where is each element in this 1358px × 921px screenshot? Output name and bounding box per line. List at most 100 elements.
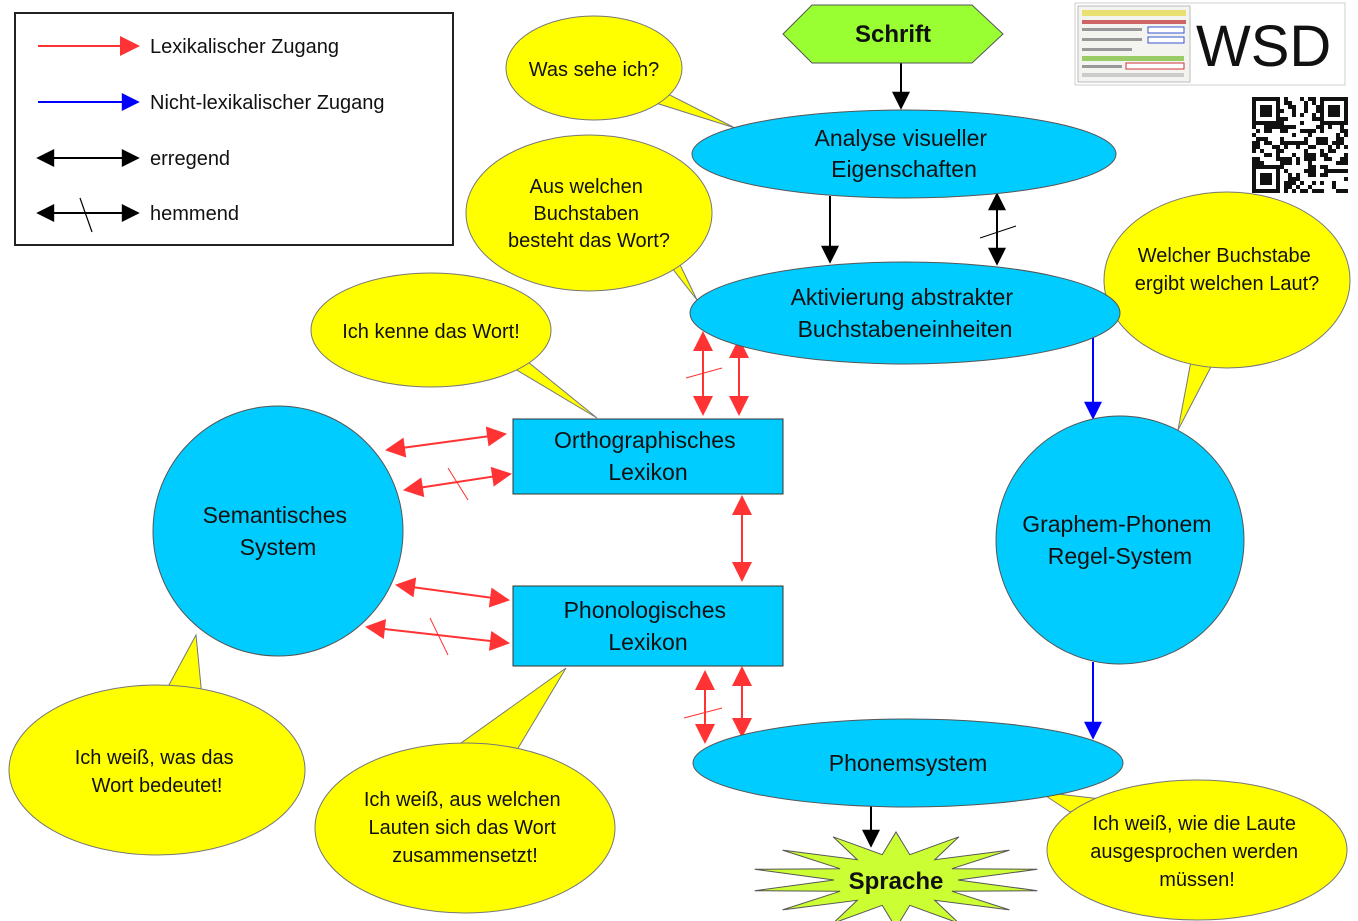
qr-module — [1324, 173, 1328, 177]
qr-module — [1264, 177, 1268, 181]
qr-module — [1296, 173, 1300, 177]
qr-module — [1260, 113, 1264, 117]
qr-module — [1312, 157, 1316, 161]
qr-module — [1340, 121, 1344, 125]
qr-module — [1284, 181, 1288, 185]
qr-module — [1288, 185, 1292, 189]
qr-module — [1308, 133, 1312, 137]
qr-module — [1264, 121, 1268, 125]
qr-module — [1344, 129, 1348, 133]
qr-module — [1268, 129, 1272, 133]
qr-module — [1280, 157, 1284, 161]
qr-module — [1280, 121, 1284, 125]
bubble-kenne-wort: Ich kenne das Wort! — [310, 272, 598, 419]
qr-module — [1336, 133, 1340, 137]
arrow-semantic-ortho-inhibitory — [403, 466, 512, 498]
node-schrift-label: Schrift — [855, 21, 931, 48]
qr-module — [1252, 169, 1256, 173]
qr-module — [1312, 145, 1316, 149]
qr-module — [1308, 145, 1312, 149]
qr-module — [1308, 153, 1312, 157]
qr-module — [1320, 153, 1324, 157]
qr-module — [1280, 125, 1284, 129]
node-aktivierung-label: Aktivierung abstrakter Buchstabeneinheit… — [791, 284, 1020, 342]
qr-module — [1340, 97, 1344, 101]
node-analyse: Analyse visueller Eigenschaften — [691, 109, 1117, 199]
arrow-semantic-phono — [395, 577, 510, 608]
qr-module — [1324, 157, 1328, 161]
qr-module — [1264, 173, 1268, 177]
inhibitory-slash-aktivierung-ortho — [685, 367, 723, 379]
qr-module — [1288, 177, 1292, 181]
qr-module — [1252, 177, 1256, 181]
bubble-was-sehe: Was sehe ich? — [505, 15, 736, 129]
qr-module — [1288, 125, 1292, 129]
qr-module — [1344, 177, 1348, 181]
bubble-bedeutet-text: Ich weiß, was das Wort bedeutet! — [75, 747, 240, 797]
qr-module — [1312, 181, 1316, 185]
qr-module — [1268, 125, 1272, 129]
qr-module — [1344, 97, 1348, 101]
node-phonem: Phonemsystem — [692, 718, 1124, 808]
qr-module — [1344, 133, 1348, 137]
bubble-lauten-text: Ich weiß, aus welchen Lauten sich das Wo… — [364, 789, 566, 867]
qr-module — [1260, 189, 1264, 193]
qr-module — [1260, 97, 1264, 101]
qr-module — [1260, 121, 1264, 125]
qr-module — [1276, 117, 1280, 121]
qr-module — [1256, 129, 1260, 133]
qr-module — [1252, 105, 1256, 109]
qr-module — [1280, 165, 1284, 169]
qr-module — [1292, 181, 1296, 185]
qr-module — [1320, 113, 1324, 117]
qr-module — [1256, 145, 1260, 149]
qr-module — [1252, 141, 1256, 145]
qr-module — [1336, 113, 1340, 117]
qr-module — [1284, 145, 1288, 149]
qr-module — [1284, 189, 1288, 193]
qr-module — [1276, 189, 1280, 193]
wsd-logo: WSD — [1074, 2, 1346, 86]
qr-module — [1260, 137, 1264, 141]
qr-module — [1280, 129, 1284, 133]
qr-module — [1264, 105, 1268, 109]
qr-module — [1328, 145, 1332, 149]
qr-module — [1288, 105, 1292, 109]
qr-module — [1284, 101, 1288, 105]
qr-module — [1300, 129, 1304, 133]
qr-module — [1268, 109, 1272, 113]
legend: Lexikalischer Zugang Nicht-lexikalischer… — [14, 12, 454, 246]
qr-module — [1276, 165, 1280, 169]
qr-module — [1268, 113, 1272, 117]
legend-excitatory-label: erregend — [150, 148, 230, 170]
inhibitory-slash-semantic-phono — [429, 617, 449, 656]
qr-module — [1340, 125, 1344, 129]
legend-lexical-label: Lexikalischer Zugang — [150, 36, 339, 58]
qr-module — [1288, 157, 1292, 161]
node-sprache: Sprache — [754, 831, 1038, 921]
qr-module — [1252, 157, 1256, 161]
qr-module — [1280, 149, 1284, 153]
qr-module — [1312, 169, 1316, 173]
qr-module — [1304, 189, 1308, 193]
qr-module — [1252, 165, 1256, 169]
qr-module — [1276, 105, 1280, 109]
qr-module — [1280, 141, 1284, 145]
qr-module — [1264, 189, 1268, 193]
qr-module — [1256, 97, 1260, 101]
qr-module — [1320, 105, 1324, 109]
qr-module — [1316, 117, 1320, 121]
qr-module — [1332, 149, 1336, 153]
qr-module — [1344, 121, 1348, 125]
qr-module — [1320, 109, 1324, 113]
qr-module — [1288, 173, 1292, 177]
qr-module — [1304, 129, 1308, 133]
qr-module — [1296, 185, 1300, 189]
qr-module — [1260, 177, 1264, 181]
bubble-kenne-wort-text: Ich kenne das Wort! — [342, 321, 520, 343]
arrow-semantic-phono-inhibitory — [365, 619, 510, 651]
qr-module — [1260, 105, 1264, 109]
qr-module — [1264, 97, 1268, 101]
bubble-was-sehe-text: Was sehe ich? — [529, 59, 659, 81]
qr-module — [1292, 105, 1296, 109]
